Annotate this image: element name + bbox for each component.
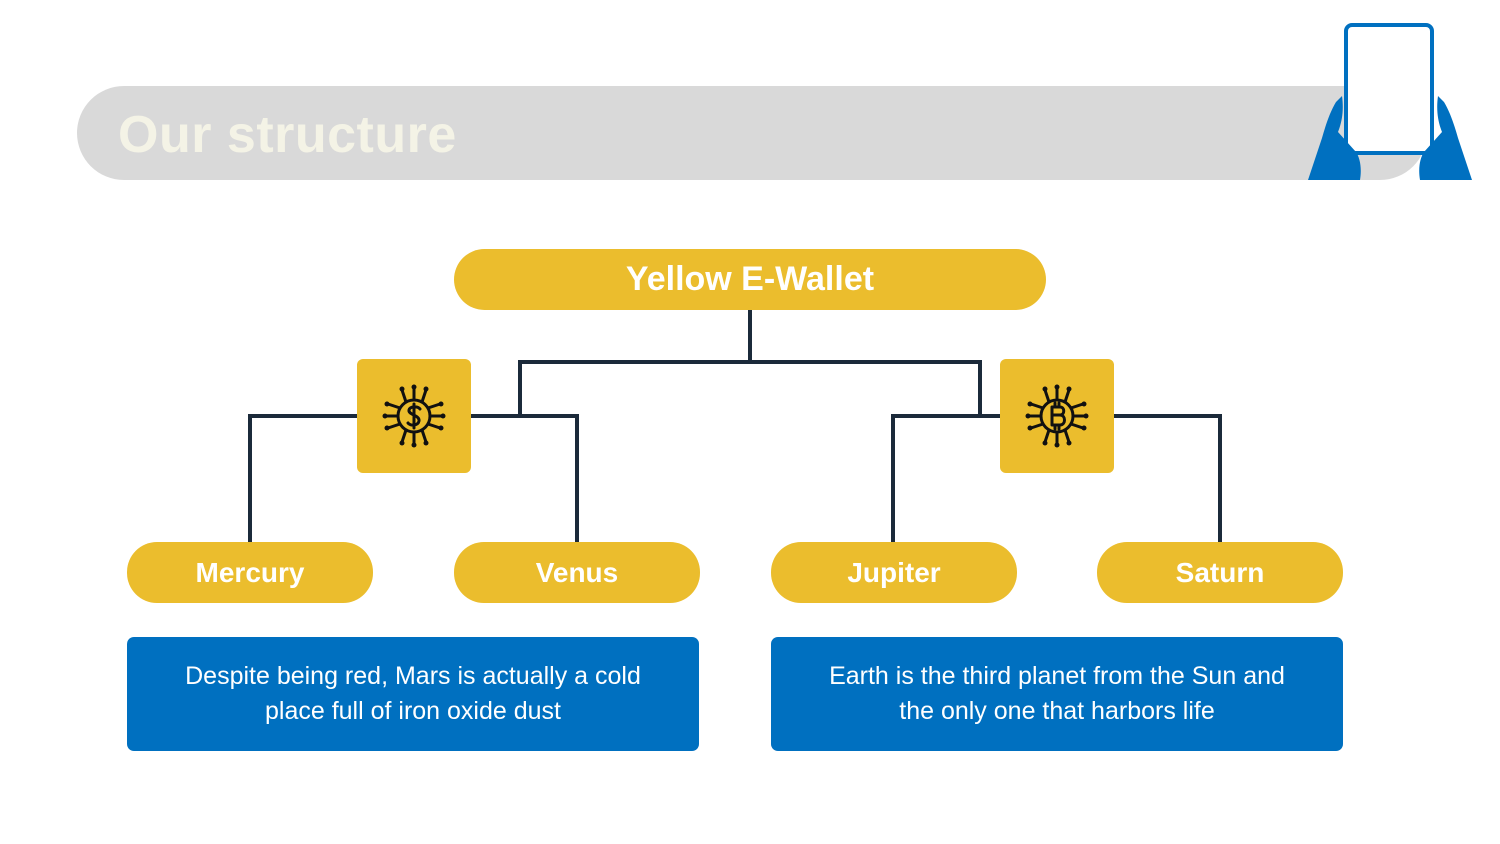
group-1-description: Despite being red, Mars is actually a co…: [127, 637, 699, 751]
leaf-mercury: Mercury: [127, 542, 373, 603]
jupiter-connector: [891, 414, 1000, 542]
page-title: Our structure: [118, 106, 457, 164]
root-node: Yellow E-Wallet: [454, 249, 1046, 310]
branch-connector: [518, 360, 982, 414]
title-bar: [77, 86, 1427, 180]
group-1-description-text: Despite being red, Mars is actually a co…: [185, 662, 641, 725]
leaf-saturn: Saturn: [1097, 542, 1343, 603]
mercury-connector: [248, 414, 357, 542]
group-2-description-text: Earth is the third planet from the Sun a…: [829, 662, 1285, 725]
group-2-description: Earth is the third planet from the Sun a…: [771, 637, 1343, 751]
leaf-venus: Venus: [454, 542, 700, 603]
venus-connector: [471, 414, 579, 542]
leaf-jupiter: Jupiter: [771, 542, 1017, 603]
saturn-connector: [1114, 414, 1222, 542]
circuit-dollar-icon: [382, 384, 446, 448]
group-2-icon-box: [1000, 359, 1114, 473]
group-1-icon-box: [357, 359, 471, 473]
tablet-in-hands-icon: [1308, 23, 1472, 180]
circuit-bitcoin-icon: [1025, 384, 1089, 448]
